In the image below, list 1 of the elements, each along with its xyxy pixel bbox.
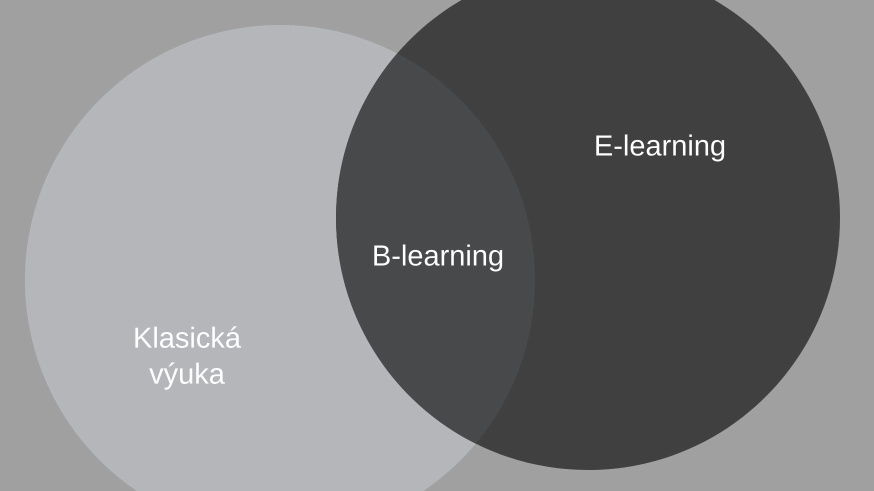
overlap-region: B-learning bbox=[374, 244, 502, 272]
